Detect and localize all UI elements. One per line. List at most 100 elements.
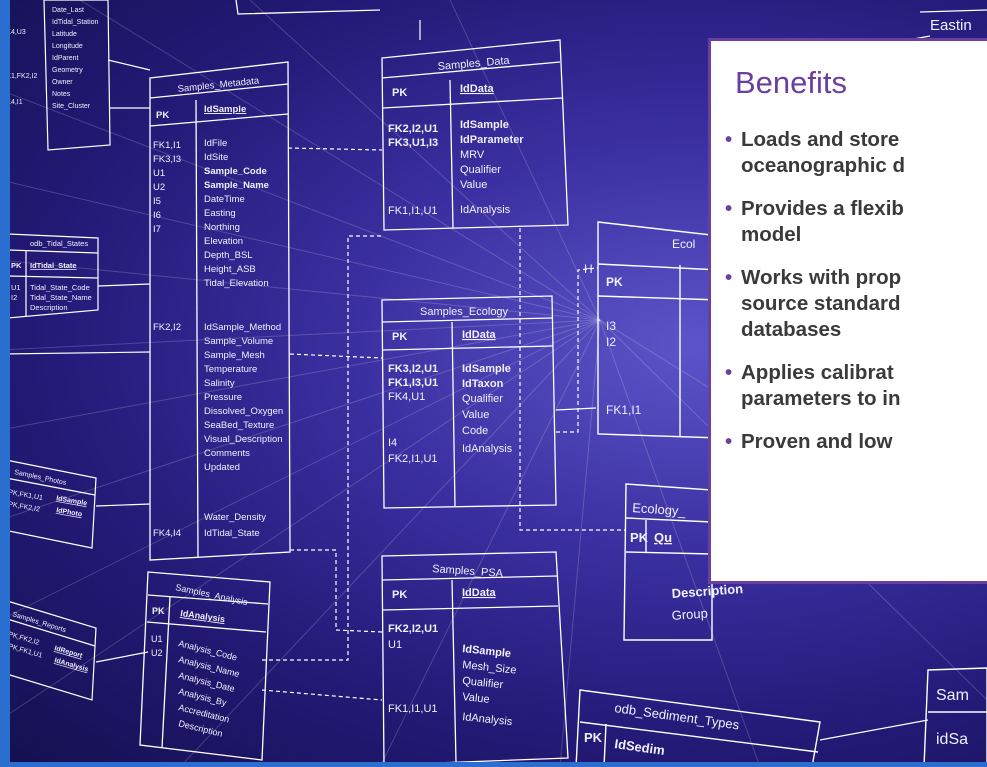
svg-text:Tidal_Elevation: Tidal_Elevation bbox=[204, 278, 269, 289]
svg-text:IdPhoto: IdPhoto bbox=[56, 507, 83, 518]
samples-metadata-pk: PK bbox=[156, 110, 169, 121]
svg-text:DateTime: DateTime bbox=[204, 194, 245, 205]
svg-text:Code: Code bbox=[462, 425, 488, 437]
svg-text:Ecology_: Ecology_ bbox=[632, 500, 687, 519]
samples-metadata-fk: U2 bbox=[153, 182, 165, 193]
samples-metadata-fk: FK1,I1 bbox=[153, 140, 181, 151]
relationship-lines bbox=[0, 20, 929, 741]
benefits-list: • Loads and store oceanographic d • Prov… bbox=[725, 127, 987, 472]
svg-text:Comments: Comments bbox=[204, 448, 250, 459]
svg-text:FK4,U1: FK4,U1 bbox=[388, 391, 425, 403]
svg-text:SeaBed_Texture: SeaBed_Texture bbox=[204, 420, 274, 431]
svg-text:Description: Description bbox=[671, 581, 743, 601]
benefit-item: • Provides a flexib model bbox=[725, 197, 904, 246]
svg-text:Value: Value bbox=[462, 691, 490, 706]
samples-data-pk: PK bbox=[392, 87, 407, 99]
table-ecology-group bbox=[623, 483, 713, 641]
samples-metadata-fk: FK3,I3 bbox=[153, 154, 181, 165]
svg-text:IdSample: IdSample bbox=[56, 495, 88, 507]
bullet-icon: • bbox=[725, 361, 733, 384]
svg-text:Qualifier: Qualifier bbox=[462, 393, 503, 405]
svg-text:IdTidal_State: IdTidal_State bbox=[204, 528, 260, 539]
svg-text:IdAnalysis: IdAnalysis bbox=[462, 443, 513, 455]
table-samples-data bbox=[381, 39, 569, 231]
svg-text:FK2,I1,U1: FK2,I1,U1 bbox=[388, 453, 438, 465]
svg-text:Pressure: Pressure bbox=[204, 392, 242, 403]
svg-text:FK2,I2,U1: FK2,I2,U1 bbox=[388, 623, 438, 635]
svg-text:Depth_BSL: Depth_BSL bbox=[204, 250, 253, 261]
svg-text:Elevation: Elevation bbox=[204, 236, 243, 247]
samples-data-fk: FK2,I2,U1 bbox=[388, 123, 438, 135]
table-samples-ecology bbox=[381, 295, 557, 509]
svg-text:PK: PK bbox=[152, 606, 165, 616]
svg-text:Updated: Updated bbox=[204, 462, 240, 473]
table-sam-right bbox=[923, 667, 987, 767]
svg-text:Easting: Easting bbox=[204, 208, 236, 219]
svg-text:FK1,I1: FK1,I1 bbox=[606, 403, 642, 417]
svg-text:Tidal_State_Code: Tidal_State_Code bbox=[30, 283, 90, 292]
svg-text:FK1,I3,U1: FK1,I3,U1 bbox=[388, 377, 438, 389]
svg-text:FK1,I1,U1: FK1,I1,U1 bbox=[388, 703, 438, 715]
samples-metadata-title: Samples_Metadata bbox=[177, 75, 260, 95]
svg-text:Qualifier: Qualifier bbox=[462, 675, 504, 691]
samples-metadata-key: IdSample bbox=[204, 104, 246, 115]
svg-text:U1: U1 bbox=[11, 283, 21, 292]
svg-text:IdSedim: IdSedim bbox=[614, 736, 666, 758]
svg-text:U1: U1 bbox=[388, 639, 402, 651]
benefits-title: Benefits bbox=[735, 65, 848, 100]
bullet-icon: • bbox=[725, 197, 733, 220]
samples-data-field: Value bbox=[460, 179, 487, 191]
svg-text:IdTaxon: IdTaxon bbox=[462, 378, 504, 390]
benefit-item: • Proven and low bbox=[725, 430, 893, 453]
svg-text:Salinity: Salinity bbox=[204, 378, 235, 389]
samples-data-field: Qualifier bbox=[460, 164, 501, 176]
svg-text:Water_Density: Water_Density bbox=[204, 512, 266, 523]
table-samples-metadata bbox=[149, 61, 291, 561]
svg-text:Samples_Ecology: Samples_Ecology bbox=[420, 306, 509, 318]
svg-text:U1: U1 bbox=[151, 634, 163, 644]
samples-data-fk: FK3,U1,I3 bbox=[388, 137, 438, 149]
samples-data-field: IdSample bbox=[460, 119, 509, 131]
svg-text:IdTidal_State: IdTidal_State bbox=[30, 261, 77, 270]
svg-text:Value: Value bbox=[462, 409, 489, 421]
samples-metadata-fields: IdFile IdSite Sample_Code Sample_Name Da… bbox=[204, 138, 283, 539]
svg-text:I4: I4 bbox=[388, 437, 397, 449]
samples-metadata-fk: I5 bbox=[153, 196, 161, 207]
svg-text:I3: I3 bbox=[606, 319, 616, 333]
svg-text:Site_Cluster: Site_Cluster bbox=[52, 103, 91, 110]
svg-text:Qu: Qu bbox=[654, 530, 672, 545]
benefit-item: • Works with prop source standard databa… bbox=[725, 266, 902, 341]
svg-text:PK: PK bbox=[392, 331, 407, 343]
svg-text:Samples_Analysis: Samples_Analysis bbox=[175, 582, 249, 607]
bottom-edge-accent bbox=[0, 762, 987, 767]
svg-text:Notes: Notes bbox=[52, 91, 71, 98]
samples-data-last-fk: FK1,I1,U1 bbox=[388, 205, 438, 217]
svg-text:I2: I2 bbox=[11, 293, 17, 302]
samples-metadata-last-fk: FK4,I4 bbox=[153, 528, 181, 539]
svg-text:Group: Group bbox=[671, 606, 708, 623]
top-right-field: Eastin bbox=[930, 17, 972, 34]
samples-metadata-fk: I6 bbox=[153, 210, 161, 221]
samples-metadata-fk: FK2,I2 bbox=[153, 322, 181, 333]
samples-data-key: IdData bbox=[460, 83, 495, 95]
svg-text:Latitude: Latitude bbox=[52, 31, 77, 38]
svg-text:FK4,U3: FK4,U3 bbox=[2, 29, 26, 36]
svg-text:IdAnalysis: IdAnalysis bbox=[180, 608, 226, 624]
svg-text:idSa: idSa bbox=[936, 731, 968, 748]
table-samples-analysis bbox=[139, 571, 271, 761]
svg-text:PK: PK bbox=[584, 730, 603, 745]
samples-data-last-field: IdAnalysis bbox=[460, 204, 511, 216]
svg-text:Sample_Name: Sample_Name bbox=[204, 180, 269, 191]
table-sediment-types bbox=[575, 689, 821, 767]
svg-text:Northing: Northing bbox=[204, 222, 240, 233]
samples-data-field: IdParameter bbox=[460, 134, 524, 146]
svg-text:Date_Last: Date_Last bbox=[52, 7, 84, 14]
benefit-item: • Loads and store oceanographic d bbox=[725, 128, 906, 177]
svg-text:Height_ASB: Height_ASB bbox=[204, 264, 256, 275]
svg-text:Sample_Volume: Sample_Volume bbox=[204, 336, 273, 347]
svg-text:PK: PK bbox=[11, 261, 22, 270]
svg-text:Longitude: Longitude bbox=[52, 43, 83, 50]
svg-text:Sample_Code: Sample_Code bbox=[204, 166, 267, 177]
svg-text:PK: PK bbox=[606, 275, 623, 289]
